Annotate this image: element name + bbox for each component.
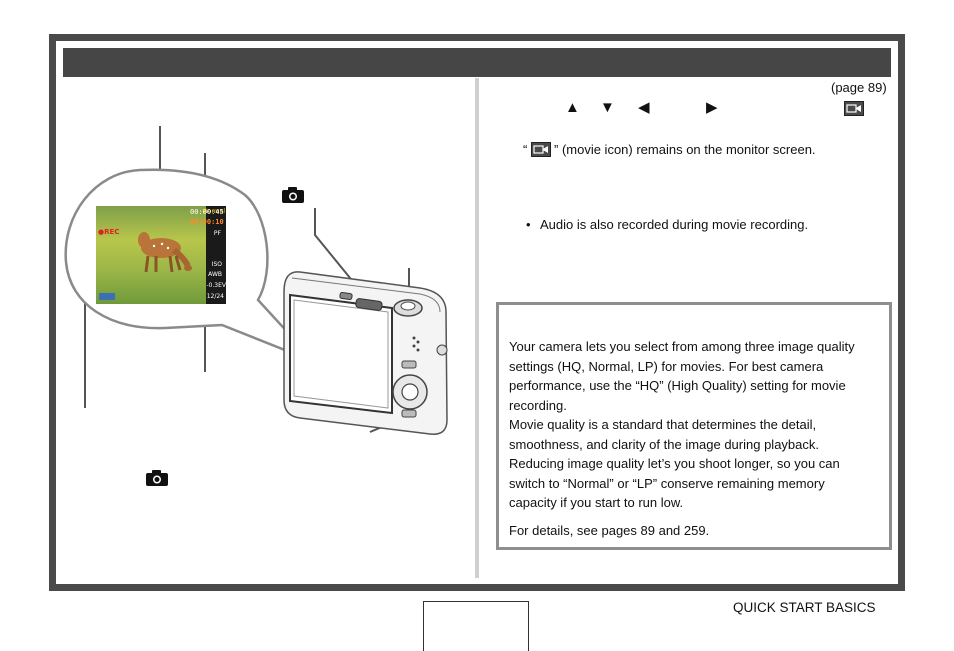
movie-quote-open: “ [523,142,528,157]
note-line: settings (HQ, Normal, LP) for movies. Fo… [509,358,824,374]
lcd-rec-indicator: ●REC [98,228,120,236]
lcd-elapsed-time: 00:00:10 [190,218,224,226]
movie-icon [844,101,864,116]
left-arrow-icon: ◀ [638,99,650,116]
up-arrow-icon: ▲ [565,99,580,116]
column-divider [475,78,479,578]
note-line: Reducing image quality let’s you shoot l… [509,456,840,471]
page-number-box [423,601,529,651]
note-line: switch to “Normal” or “LP” conserve rema… [509,475,825,491]
movie-icon-description: ” (movie icon) remains on the monitor sc… [554,142,816,157]
lcd-iso-label: ISO [211,261,222,268]
footer-section-label: QUICK START BASICS [733,600,876,615]
camera-screen [289,293,393,415]
note-box: Your camera lets you select from among t… [496,302,892,550]
right-arrow-icon: ▶ [706,99,718,116]
strap-lug [436,344,448,356]
deer-illustration [99,232,192,300]
lcd-quality-label: Normal [203,208,225,215]
bullet-dot: • [526,217,531,232]
note-details-reference: For details, see pages 89 and 259. [509,523,710,538]
lcd-awb-label: AWB [208,271,222,278]
camera-icon [146,470,168,486]
camera-icon [282,187,304,203]
lcd-ev-label: -0.3EV [206,282,226,289]
note-line: capacity if you start to run low. [509,495,684,510]
note-paragraph-quality: Your camera lets you select from among t… [509,337,855,513]
section-title-bar [63,48,891,77]
lcd-side-panel [206,206,226,304]
note-line: Movie quality is a standard that determi… [509,417,817,432]
lcd-remaining-time: 00:00:45 [190,208,224,216]
shutter-slider [355,298,383,311]
note-line: recording. [509,397,567,413]
page-reference: (page 89) [831,80,887,95]
note-line: smoothness, and clarity of the image dur… [509,436,820,452]
camera-body [283,271,448,435]
audio-bullet-text: Audio is also recorded during movie reco… [540,217,809,232]
lcd-date-label: 12/24 [206,293,224,300]
lcd-pf-label: PF [213,230,221,237]
movie-icon [531,142,551,157]
note-line: Your camera lets you select from among t… [509,339,855,354]
down-arrow-icon: ▼ [600,99,615,116]
lcd-preview: Normal PF ISO AWB -0.3EV 12/24 ●REC 00:0… [96,206,226,304]
note-line: performance, use the “HQ” (High Quality)… [509,378,846,393]
